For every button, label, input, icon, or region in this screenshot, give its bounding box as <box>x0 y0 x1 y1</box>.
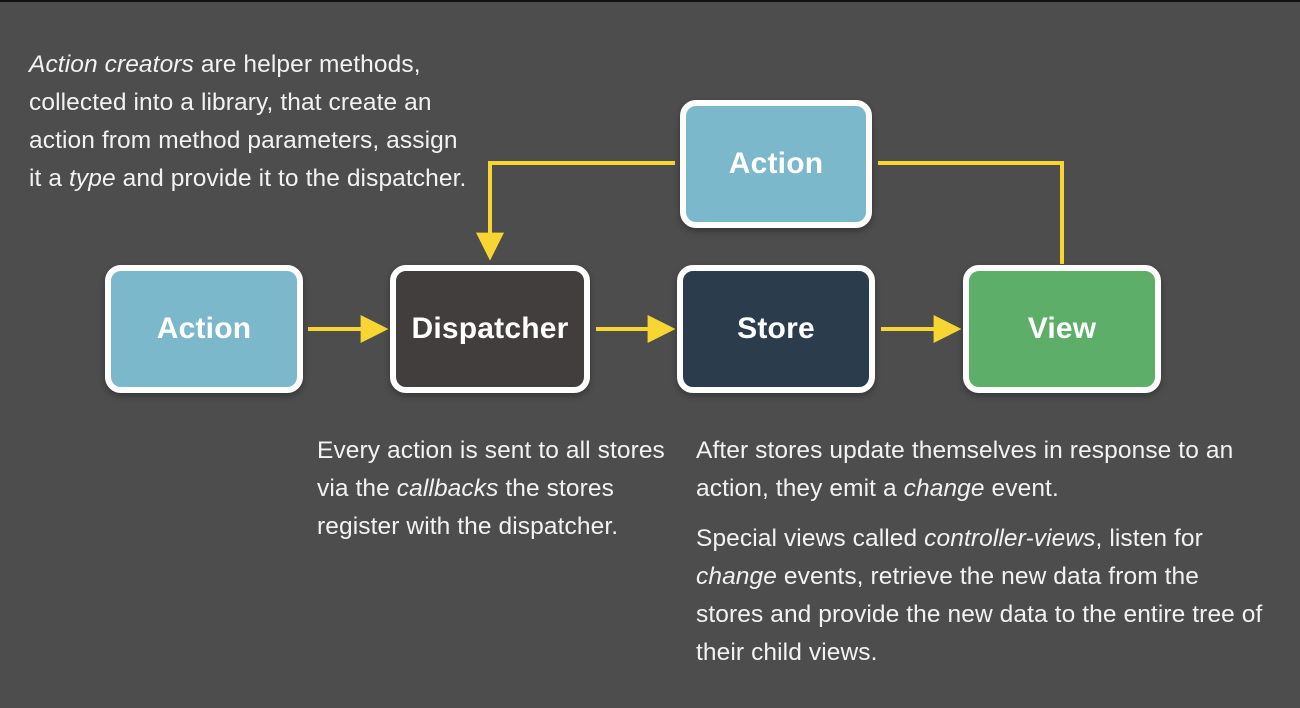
node-dispatcher[interactable]: Dispatcher <box>390 265 590 393</box>
node-view[interactable]: View <box>963 265 1161 393</box>
node-store[interactable]: Store <box>677 265 875 393</box>
store-annotation: After stores update themselves in respon… <box>696 437 1234 502</box>
dispatcher-annotation: Every action is sent to all stores via t… <box>317 437 665 540</box>
view-annotation: Special views called controller-views, l… <box>696 525 1263 666</box>
node-action-top[interactable]: Action <box>680 100 872 228</box>
arrow-action-top-to-dispatcher <box>476 161 675 261</box>
node-action-left[interactable]: Action <box>105 265 303 393</box>
wire-view-to-action <box>878 161 1064 264</box>
intro-paragraph: Action creators are helper methods, coll… <box>29 51 467 192</box>
